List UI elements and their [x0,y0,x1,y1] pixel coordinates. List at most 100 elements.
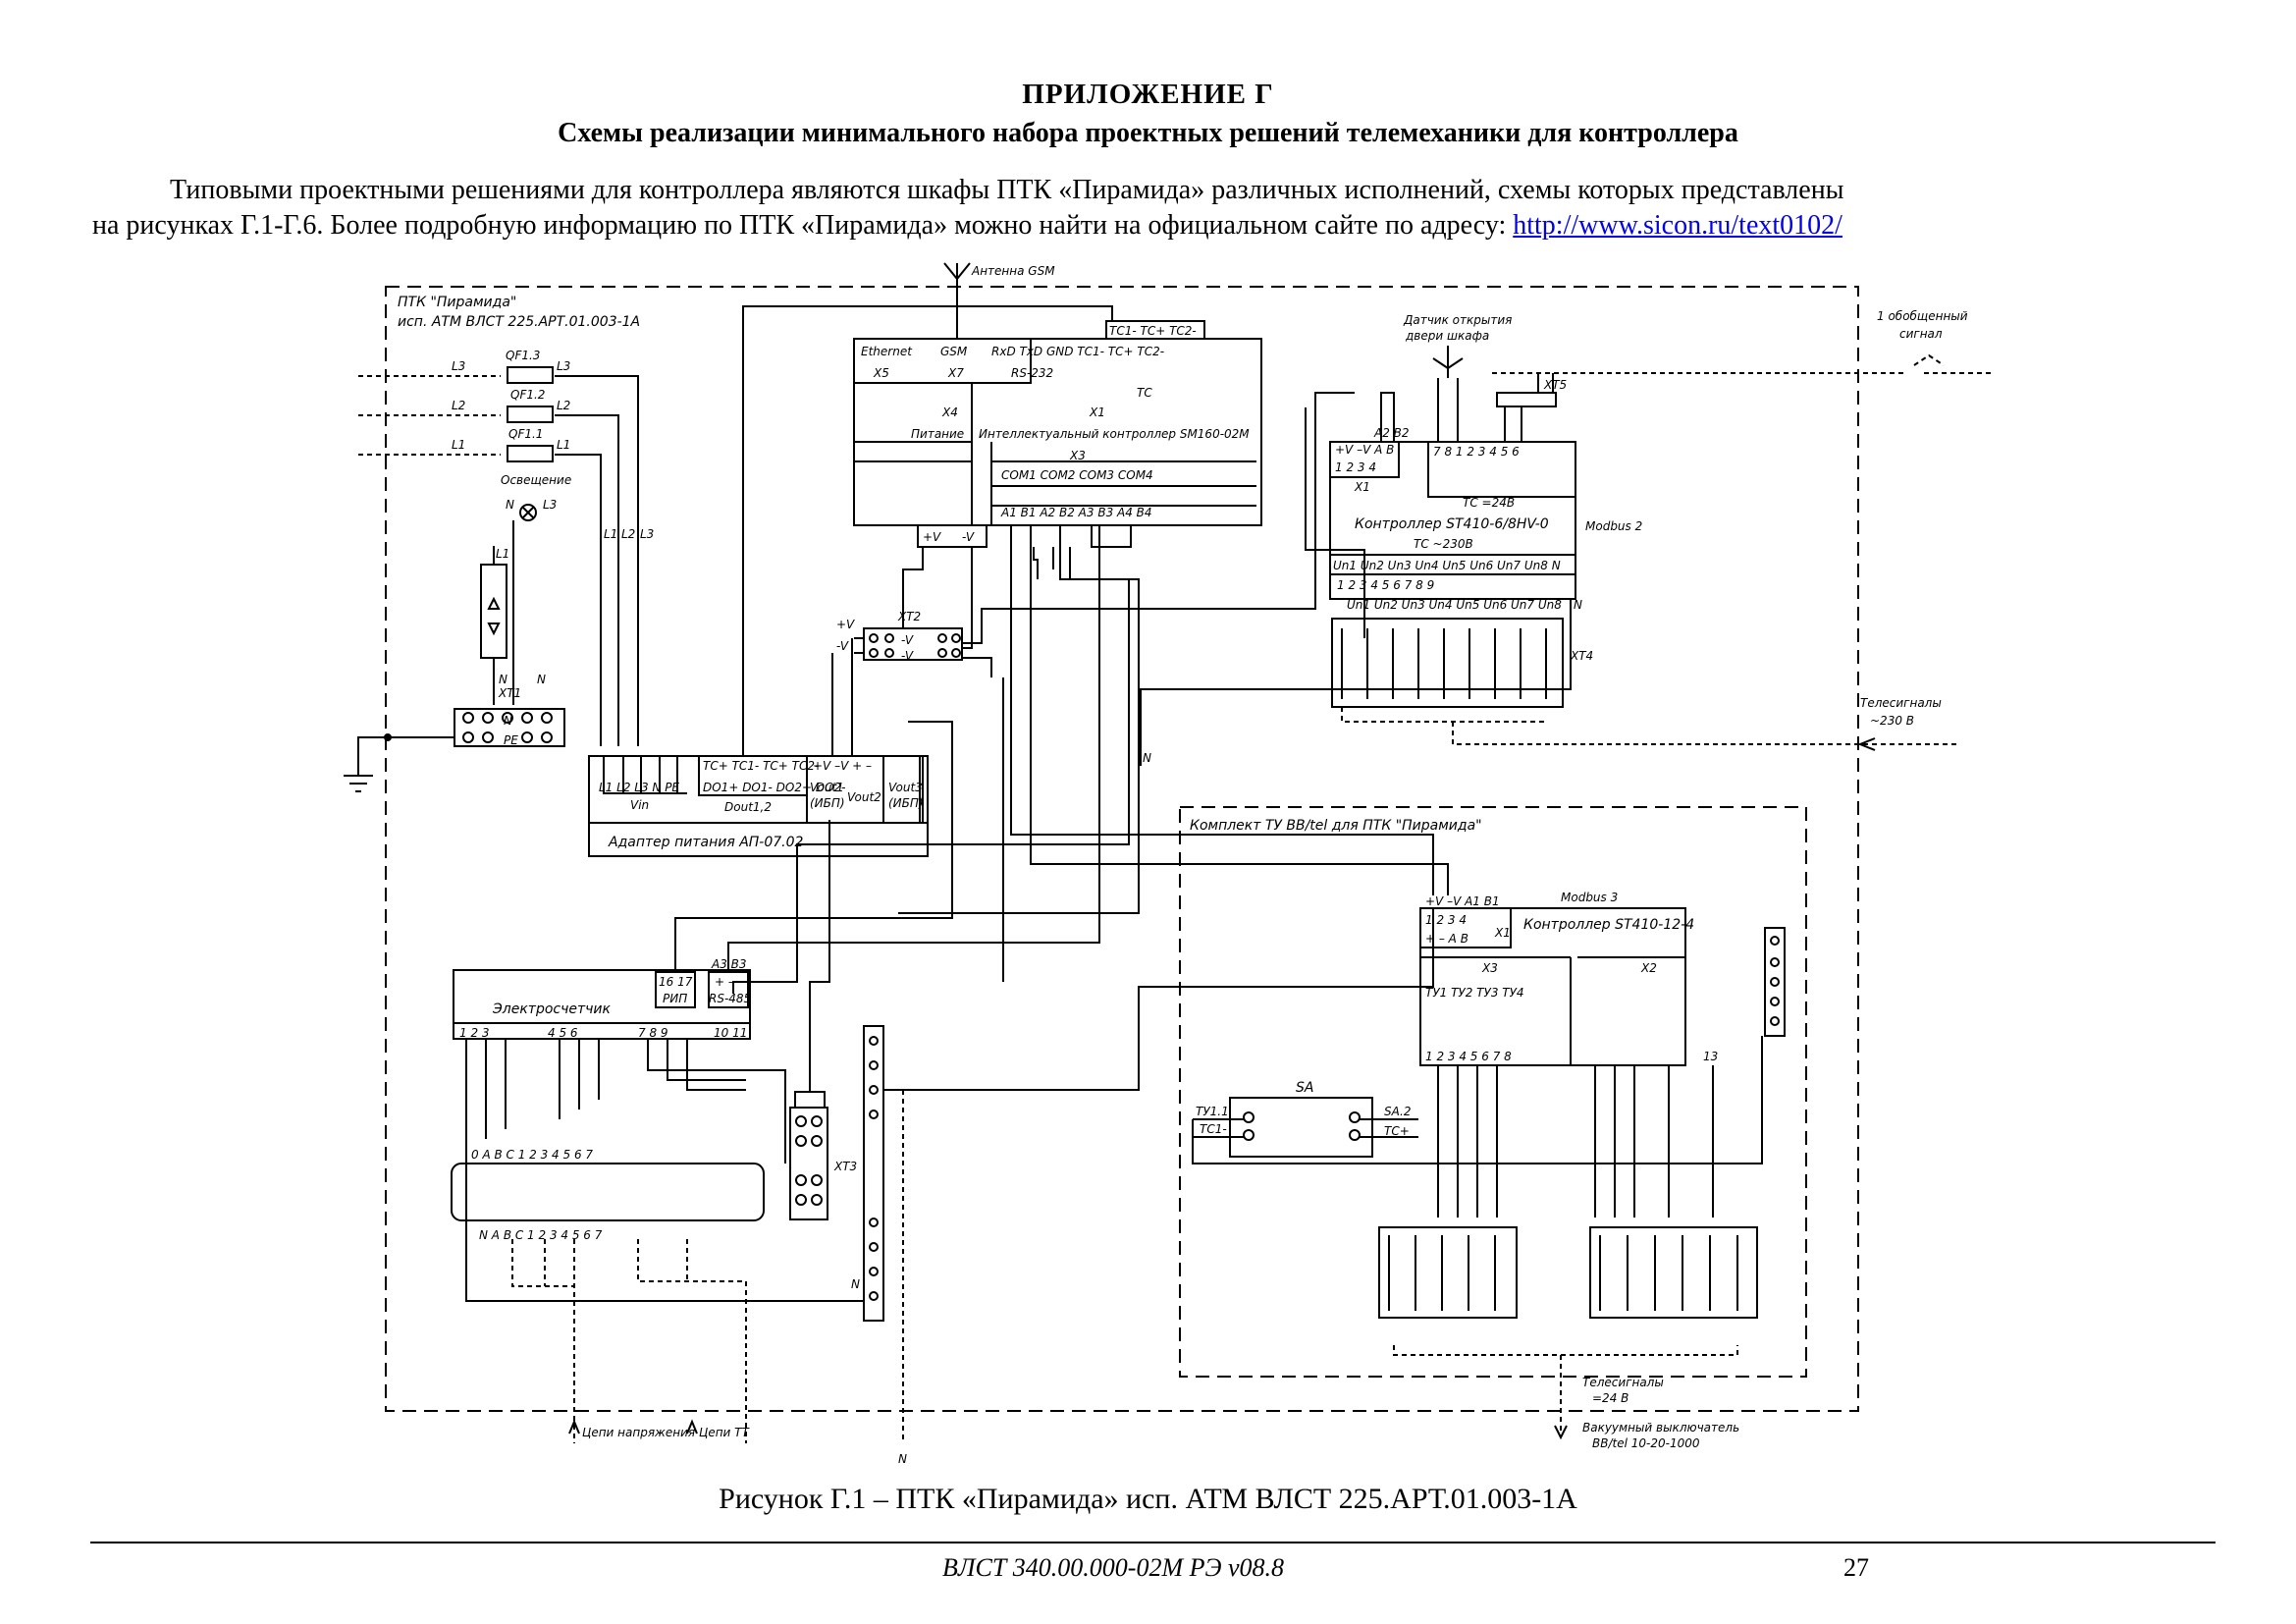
svg-text:+V –V A1 B1: +V –V A1 B1 [1425,894,1500,908]
svg-text:Un1 Un2 Un3 Un4 Un5 Un6 Un7 Un: Un1 Un2 Un3 Un4 Un5 Un6 Un7 Un8 N [1333,559,1561,572]
sa-label: SA [1296,1080,1313,1096]
modbus-3-label: Modbus 3 [1561,891,1618,904]
svg-text:10 11: 10 11 [714,1026,747,1040]
svg-text:TC =24В: TC =24В [1463,496,1515,510]
st410-6-label: Контроллер ST410-6/8HV-0 [1355,516,1549,532]
svg-text:N: N [499,673,507,686]
tu-kit-label: Комплект ТУ ВВ/tel для ПТК "Пирамида" [1190,818,1482,834]
test-terminal-block [451,1163,765,1221]
svg-text:(ИБП): (ИБП) [888,796,924,810]
telesignals-24-1: Телесигналы [1582,1376,1664,1389]
svg-text:TC+ TC1- TC+ TC2-: TC+ TC1- TC+ TC2- [703,759,819,773]
svg-text:Un1 Un2 Un3 Un4 Un5 Un6 Un7 Un: Un1 Un2 Un3 Un4 Un5 Un6 Un7 Un8 [1347,598,1562,612]
svg-text:1 2 3: 1 2 3 [459,1026,490,1040]
svg-text:DO1+ DO1- DO2+ DO2-: DO1+ DO1- DO2+ DO2- [703,781,846,794]
svg-text:Vout3: Vout3 [888,781,923,794]
terminal-xt4 [1331,618,1564,708]
svg-text:X1: X1 [1494,926,1511,940]
svg-text:Интеллектуальный контроллер SM: Интеллектуальный контроллер SM160-02M [979,427,1250,441]
breaker-qf13: QF1.3 L3 L3 [358,349,570,384]
telesignals-24-2: =24 В [1592,1391,1629,1405]
figure-caption: Рисунок Г.1 – ПТК «Пирамида» исп. АТМ ВЛ… [719,1483,1577,1515]
svg-text:L1: L1 [557,438,570,452]
relay-block-1 [1378,1226,1518,1319]
svg-text:X1: X1 [1089,406,1105,419]
breaker-qf12: QF1.2 L2 L2 [358,388,570,423]
generalized-signal-2: сигнал [1899,327,1943,341]
lighting-label: Освещение [501,473,571,487]
breaker-label-1: Вакуумный выключатель [1582,1421,1739,1435]
svg-text:X2: X2 [1640,961,1657,975]
svg-text:РИП: РИП [663,992,687,1005]
svg-text:+ –: + – [715,975,734,989]
svg-text:ТУ1.1: ТУ1.1 [1196,1105,1229,1118]
svg-text:Vin: Vin [630,798,649,812]
neutral-bus [863,1025,884,1322]
svg-text:-V: -V [901,633,914,647]
svg-text:+V: +V [923,530,941,544]
adapter-label: Адаптер питания АП-07.02 [608,835,804,850]
svg-text:QF1.1: QF1.1 [508,427,543,441]
svg-text:1 2 3 4 5 6 7 8 9: 1 2 3 4 5 6 7 8 9 [1337,578,1434,592]
page-subtitle: Схемы реализации минимального набора про… [558,118,1738,148]
svg-text:RS-485: RS-485 [709,992,751,1005]
antenna-label: Антенна GSM [971,264,1055,278]
svg-text:(ИБП): (ИБП) [810,796,845,810]
terminal-xt3 [789,1107,828,1220]
cabinet-title-1: ПТК "Пирамида" [398,295,516,310]
xt3-label: XT3 [833,1160,857,1173]
svg-text:TC ~230В: TC ~230В [1414,537,1473,551]
svg-text:ТС+: ТС+ [1384,1124,1410,1138]
cabinet-title-2: исп. АТМ ВЛСТ 225.АРТ.01.003-1А [398,314,640,330]
xt4-switches [1341,628,1547,699]
svg-text:ТС1-: ТС1- [1200,1122,1227,1136]
svg-text:-V: -V [836,639,849,653]
controller-sm160 [853,338,1262,526]
svg-text:PE: PE [504,733,518,747]
svg-text:N: N [851,1277,860,1291]
footer-divider [90,1542,2216,1543]
intro-line-1: Типовыми проектными решениями для контро… [170,175,1844,205]
footer-doc-number: ВЛСТ 340.00.000-02М РЭ v08.8 [942,1553,1285,1582]
svg-text:1 2 3 4 5 6 7 8: 1 2 3 4 5 6 7 8 [1425,1050,1512,1063]
svg-text:L3: L3 [543,498,557,512]
svg-text:0 A B C 1 2: 0 A B C 1 2 3 4 5 6 7 [471,1148,593,1162]
svg-text:N: N [1574,598,1582,612]
svg-text:-V: -V [962,530,975,544]
sicon-link[interactable]: http://www.sicon.ru/text0102/ [1513,210,1842,241]
svg-text:Питание: Питание [911,427,964,441]
svg-text:L1: L1 [496,547,509,561]
svg-text:L3: L3 [452,359,465,373]
svg-text:L1: L1 [604,527,617,541]
svg-text:L2: L2 [557,399,570,412]
svg-text:XT4: XT4 [1570,649,1593,663]
tu-kit-border [1179,806,1807,1378]
intro-line-2: на рисунках Г.1-Г.6. Более подробную инф… [92,208,2252,244]
svg-text:XT5: XT5 [1543,378,1567,392]
svg-text:A1 B1 A2 B2 A3 B3 A4 B4: A1 B1 A2 B2 A3 B3 A4 B4 [1000,506,1152,519]
voltage-circuits-label: Цепи напряжения [582,1426,695,1439]
modbus-2-label: Modbus 2 [1585,519,1642,533]
svg-text:X3: X3 [1481,961,1498,975]
svg-text:RS-232: RS-232 [1011,366,1053,380]
svg-text:N: N [537,673,546,686]
svg-text:+V –V + –: +V –V + – [813,759,872,773]
svg-text:N: N [504,714,512,728]
svg-text:X1: X1 [1354,480,1370,494]
svg-text:1 2 3 4: 1 2 3 4 [1425,913,1467,927]
svg-text:A2 B2: A2 B2 [1373,426,1410,440]
svg-text:Vout2: Vout2 [847,790,881,804]
svg-text:QF1.3: QF1.3 [506,349,540,362]
svg-text:X4: X4 [941,406,958,419]
svg-text:7 8 9: 7 8 9 [638,1026,668,1040]
svg-text:L1: L1 [452,438,465,452]
svg-text:L3: L3 [557,359,570,373]
st410-12-label: Контроллер ST410-12-4 [1523,917,1694,933]
svg-text:4 5 6: 4 5 6 [548,1026,578,1040]
svg-text:13: 13 [1703,1050,1718,1063]
intro-text: на рисунках Г.1-Г.6. Более подробную инф… [92,210,1514,241]
telesignals-230-2: ~230 В [1870,714,1914,728]
svg-text:7 8 1 2 3 4 5 6: 7 8 1 2 3 4 5 6 [1433,445,1520,459]
lamp-icon [519,504,537,521]
svg-text:L1 L2 L3 N PE: L1 L2 L3 N PE [599,781,679,794]
